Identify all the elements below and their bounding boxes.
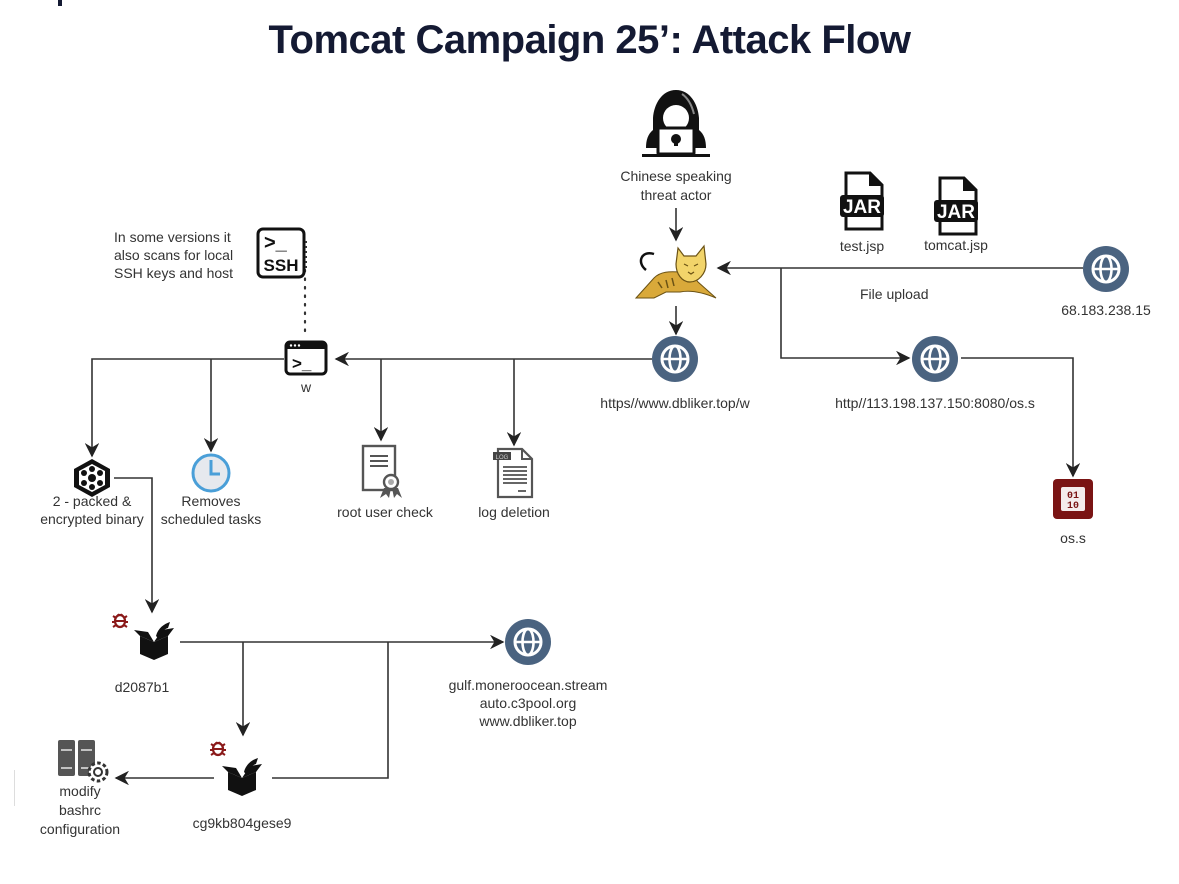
diagram-title: Tomcat Campaign 25’: Attack Flow bbox=[268, 18, 911, 62]
node-ip-68-183-238-15[interactable]: 68.183.238.15 bbox=[1061, 246, 1151, 318]
os-s-label: os.s bbox=[1060, 530, 1086, 546]
clock-icon bbox=[191, 453, 231, 493]
edge-os-url-to-os-s bbox=[961, 357, 1081, 478]
edge-cg9-to-pools bbox=[272, 642, 389, 779]
bashrc-label-line-2: bashrc bbox=[58, 802, 102, 818]
scheduled-tasks-label-line-2: scheduled tasks bbox=[160, 511, 262, 527]
mining-pools-label-line-2: auto.c3pool.org bbox=[479, 695, 577, 711]
scheduled-tasks-label-line-1: Removes bbox=[181, 493, 241, 509]
threat-actor-label-line-1: Chinese speaking bbox=[620, 168, 732, 184]
node-os-s-url[interactable]: http//113.198.137.150:8080/os.s bbox=[835, 336, 1035, 411]
mining-pools-label-line-3: www.dbliker.top bbox=[479, 713, 577, 729]
node-test-jsp[interactable]: JAR test.jsp bbox=[834, 171, 894, 255]
ssh-prompt-glyph: >_ bbox=[264, 232, 288, 254]
node-dbliker-w[interactable]: https//www.dbliker.top/w bbox=[600, 336, 750, 411]
binary-file-icon: 01 10 bbox=[1053, 479, 1093, 519]
edge-packed-to-d2087b1 bbox=[114, 477, 160, 614]
edge-upload-to-os-url bbox=[780, 268, 911, 366]
root-user-check-label: root user check bbox=[337, 504, 433, 520]
packed-binary-label-line-1: 2 - packed & bbox=[52, 493, 132, 509]
globe-icon bbox=[505, 619, 551, 665]
globe-icon bbox=[912, 336, 958, 382]
jar-badge-text: JAR bbox=[937, 202, 975, 223]
d2087b1-label: d2087b1 bbox=[114, 679, 170, 695]
node-root-user-check[interactable]: root user check bbox=[337, 444, 433, 520]
node-cg9kb804gese9[interactable]: cg9kb804gese9 bbox=[193, 736, 291, 831]
terminal-prompt-glyph: >_ bbox=[292, 354, 312, 373]
node-os-s[interactable]: 01 10 os.s bbox=[1053, 479, 1093, 546]
node-tomcat[interactable] bbox=[632, 242, 718, 304]
node-w[interactable]: >_ w bbox=[284, 340, 328, 396]
edge-w-to-packed-binary bbox=[84, 358, 284, 458]
w-label: w bbox=[300, 379, 312, 395]
ssh-badge-text: SSH bbox=[264, 256, 299, 275]
slide-header-mark bbox=[58, 0, 62, 6]
threat-actor-label-line-2: threat actor bbox=[640, 187, 712, 203]
ssh-note-line-2: also scans for local bbox=[114, 247, 234, 263]
mining-pools-label-line-1: gulf.moneroocean.stream bbox=[448, 677, 608, 693]
bug-icon bbox=[112, 613, 128, 629]
binary-line-2: 10 bbox=[1067, 501, 1079, 512]
node-scheduled-tasks[interactable] bbox=[190, 452, 232, 494]
bashrc-label-line-1: modify bbox=[59, 783, 101, 799]
jar-file-icon: JAR bbox=[840, 171, 884, 231]
node-packed-binary[interactable] bbox=[70, 458, 114, 498]
globe-icon bbox=[1083, 246, 1129, 292]
node-log-deletion[interactable]: LOG log deletion bbox=[478, 447, 550, 520]
hacker-icon bbox=[642, 90, 710, 157]
server-config-icon bbox=[58, 740, 109, 783]
node-mining-pools[interactable] bbox=[505, 619, 551, 665]
node-ssh[interactable]: >_ SSH bbox=[256, 227, 307, 279]
packed-binary-label-line-2: encrypted binary bbox=[40, 511, 144, 527]
node-bashrc[interactable] bbox=[56, 738, 112, 784]
ip-upload-label: 68.183.238.15 bbox=[1061, 302, 1151, 318]
ssh-note-line-3: SSH keys and host bbox=[114, 265, 234, 281]
log-file-icon: LOG bbox=[493, 447, 534, 499]
log-badge-text: LOG bbox=[496, 455, 509, 461]
dbliker-w-label: https//www.dbliker.top/w bbox=[600, 395, 750, 411]
terminal-icon: >_ bbox=[284, 340, 328, 376]
ssh-note-line-1: In some versions it bbox=[114, 229, 231, 245]
file-upload-edge-label: File upload bbox=[860, 286, 929, 302]
test-jsp-label: test.jsp bbox=[839, 238, 885, 254]
tomcat-icon bbox=[634, 244, 717, 299]
tomcat-jsp-label: tomcat.jsp bbox=[924, 237, 988, 253]
malware-box-icon bbox=[222, 758, 262, 796]
cg9kb804gese9-label: cg9kb804gese9 bbox=[192, 815, 292, 831]
bashrc-label-line-3: configuration bbox=[39, 821, 121, 837]
node-tomcat-jsp[interactable]: JAR tomcat.jsp bbox=[924, 176, 988, 256]
malware-box-icon bbox=[134, 622, 174, 660]
log-deletion-label: log deletion bbox=[478, 504, 550, 520]
slide-edge-mark bbox=[14, 770, 15, 806]
node-threat-actor[interactable]: Chinese speaking threat actor bbox=[620, 88, 732, 203]
bug-icon bbox=[210, 741, 226, 757]
globe-icon bbox=[652, 336, 698, 382]
jar-file-icon: JAR bbox=[934, 176, 978, 236]
os-s-url-label: http//113.198.137.150:8080/os.s bbox=[835, 395, 1035, 411]
ssh-terminal-icon: >_ SSH bbox=[256, 227, 307, 279]
jar-badge-text: JAR bbox=[843, 197, 881, 218]
node-d2087b1[interactable]: d2087b1 bbox=[108, 608, 180, 695]
certificate-icon bbox=[361, 444, 402, 498]
packed-binary-icon bbox=[74, 459, 110, 497]
binary-line-1: 01 bbox=[1067, 491, 1079, 502]
